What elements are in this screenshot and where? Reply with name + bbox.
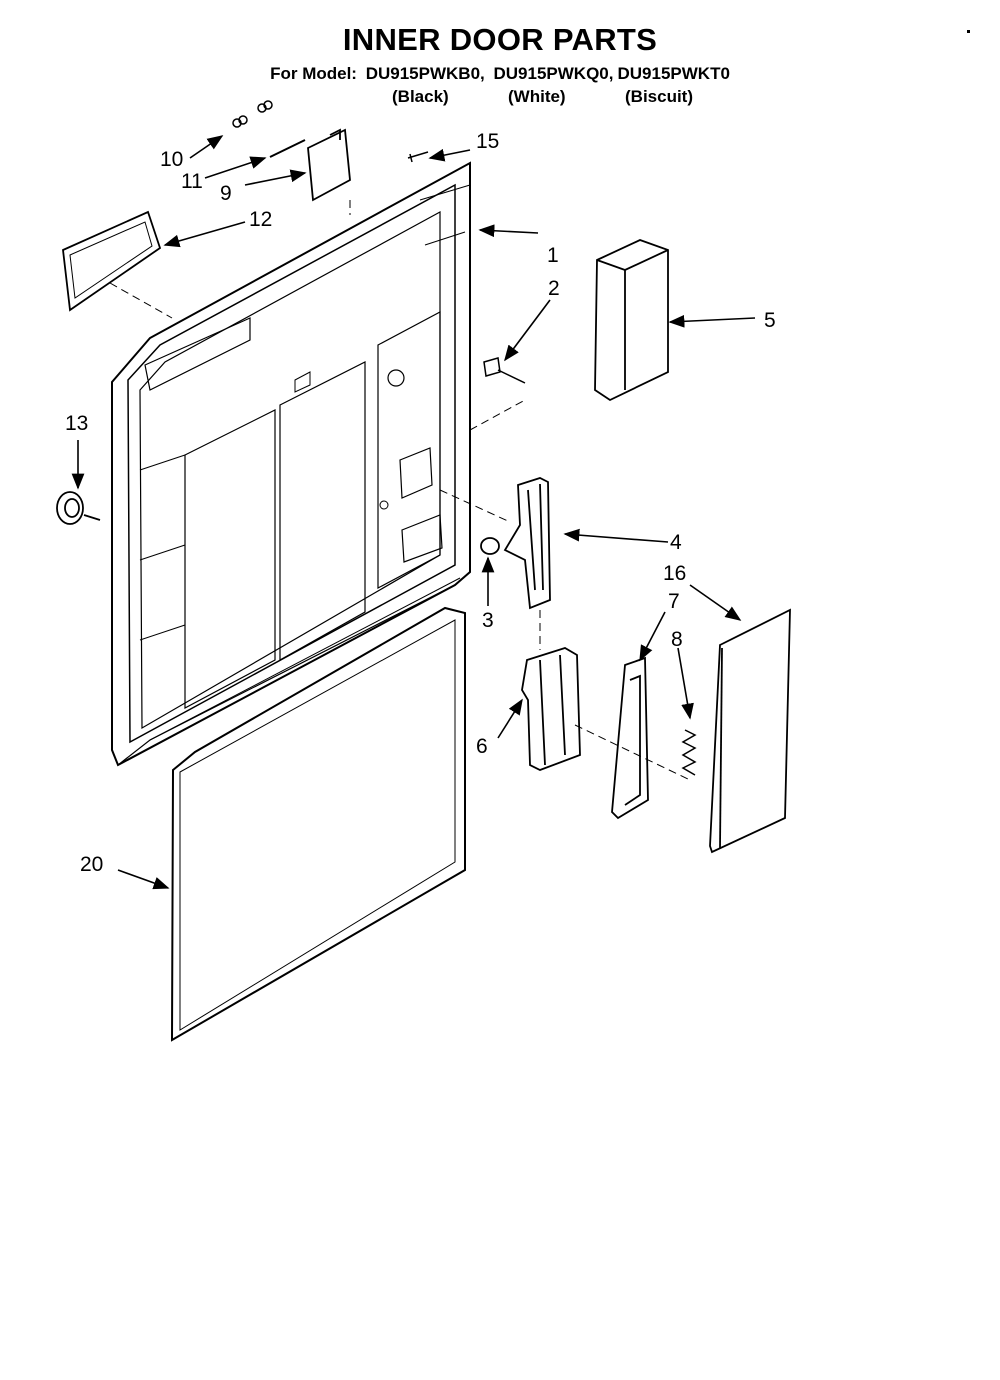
latch-base [521, 647, 581, 771]
latch-actuator [503, 477, 551, 610]
spring [681, 729, 697, 776]
callout-13: 13 [65, 412, 89, 435]
bumper [480, 537, 500, 555]
vent-rod [269, 139, 306, 158]
vent-handle [62, 210, 162, 312]
callout-1: 1 [547, 244, 559, 267]
assembly-lines [109, 200, 691, 781]
model-biscuit: DU915PWKT0 [617, 64, 730, 83]
callout-3: 3 [482, 609, 494, 632]
callout-15: 15 [476, 130, 500, 153]
corner-dot [967, 30, 970, 33]
callout-16: 16 [663, 562, 687, 585]
spring-pair [232, 100, 273, 128]
knob [56, 491, 101, 525]
screw [407, 151, 429, 163]
inner-door-panel [111, 161, 471, 767]
callout-9: 9 [220, 182, 232, 205]
color-black: (Black) [392, 87, 449, 106]
callout-10: 10 [160, 148, 184, 171]
page-title: INNER DOOR PARTS [342, 22, 658, 57]
leader-arrows [71, 135, 756, 890]
callout-7: 7 [668, 590, 680, 613]
outer-door-panel [170, 606, 466, 1042]
callout-5: 5 [764, 309, 776, 332]
latch-cover [709, 608, 791, 854]
callout-8: 8 [671, 628, 683, 651]
model-white: DU915PWKQ0, [493, 64, 614, 83]
callout-11: 11 [181, 170, 203, 193]
model-black: DU915PWKB0, [365, 64, 485, 83]
callout-12: 12 [249, 208, 273, 231]
callout-20: 20 [80, 853, 104, 876]
model-line: For Model: DU915PWKB0, DU915PWKQ0,DU915P… [0, 64, 1000, 84]
latch-pin [483, 357, 526, 384]
color-biscuit: (Biscuit) [625, 87, 693, 106]
slide-bar [611, 656, 649, 820]
switch-housing [594, 239, 669, 402]
vent-cover [307, 128, 351, 202]
color-white: (White) [508, 87, 566, 106]
callout-2: 2 [548, 277, 560, 300]
model-prefix: For Model: [270, 64, 357, 83]
callout-6: 6 [476, 735, 488, 758]
callout-4: 4 [670, 531, 682, 554]
